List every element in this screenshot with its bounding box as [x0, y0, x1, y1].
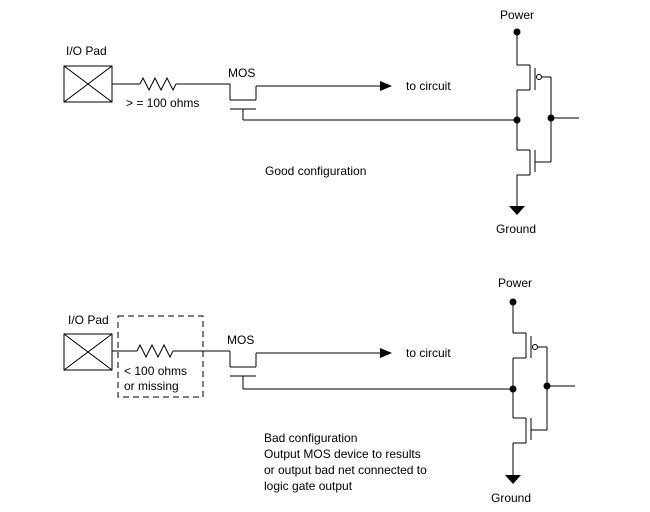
bottom-caption-line-2: Output MOS device to results: [264, 447, 421, 461]
bottom-mos-label: MOS: [227, 333, 254, 347]
bottom-io-pad: [63, 333, 113, 371]
top-circuit-label: to circuit: [406, 79, 451, 93]
top-pad-label: I/O Pad: [66, 44, 107, 58]
bottom-mos-transistor-icon: [229, 351, 380, 389]
top-arrow-icon: [380, 81, 392, 91]
top-inverter-icon: [509, 28, 579, 215]
top-io-pad: [63, 65, 113, 103]
top-caption: Good configuration: [265, 164, 366, 178]
top-mos-transistor-icon: [229, 84, 380, 120]
top-ground-label: Ground: [496, 222, 536, 236]
top-resistor-label: > = 100 ohms: [126, 96, 199, 110]
bottom-resistor-label-2: or missing: [124, 379, 179, 393]
bad-configuration-circuit: I/O Pad < 100 ohms or missing MOS to cir…: [63, 276, 575, 505]
bottom-caption: Bad configuration Output MOS device to r…: [264, 431, 427, 493]
bottom-caption-line-3: or output bad net connected to: [264, 463, 427, 477]
bottom-resistor-label-1: < 100 ohms: [124, 364, 187, 378]
good-configuration-circuit: I/O Pad > = 100 ohms MOS to circuit: [63, 8, 579, 236]
bottom-resistor-icon: [136, 343, 174, 359]
bottom-circuit-label: to circuit: [406, 346, 451, 360]
bottom-caption-line-1: Bad configuration: [264, 431, 357, 445]
bottom-pad-label: I/O Pad: [68, 313, 109, 327]
bottom-dashed-box: [117, 315, 204, 398]
bottom-ground-label: Ground: [491, 491, 531, 505]
bottom-power-label: Power: [498, 276, 532, 290]
bottom-arrow-icon: [380, 348, 392, 358]
bottom-inverter-icon: [505, 298, 575, 484]
top-power-label: Power: [500, 8, 534, 22]
bottom-caption-line-4: logic gate output: [264, 479, 353, 493]
top-mos-label: MOS: [228, 66, 255, 80]
top-resistor-icon: [139, 76, 177, 92]
